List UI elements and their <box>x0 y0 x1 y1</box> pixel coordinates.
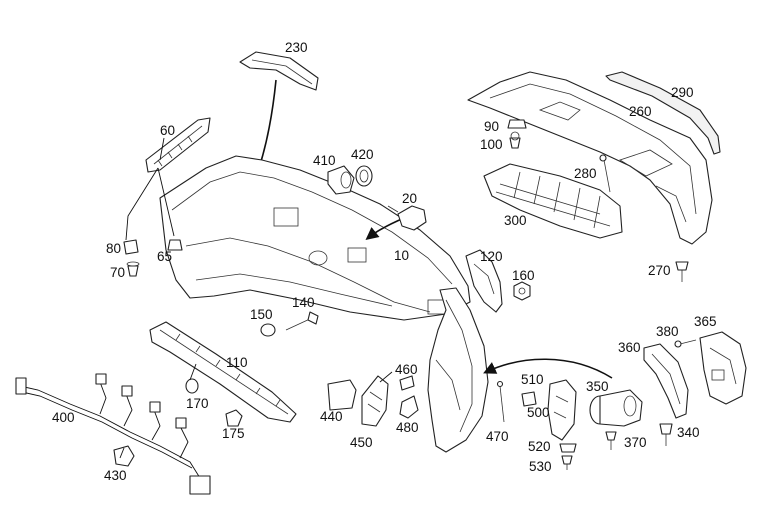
part-300-bracket <box>483 163 623 239</box>
part-260-carrier <box>467 71 713 245</box>
label-380: 380 <box>656 324 679 339</box>
label-70: 70 <box>110 265 126 280</box>
part-230-trim-strip <box>239 51 319 91</box>
label-460: 460 <box>395 362 418 377</box>
part-460-clip <box>399 375 415 391</box>
part-290-seal <box>605 71 721 155</box>
leader-lines <box>119 137 393 459</box>
part-120-bracket <box>465 249 503 313</box>
label-510: 510 <box>521 372 544 387</box>
part-100-clip <box>509 131 521 149</box>
part-340-screw <box>659 423 673 446</box>
part-140-bolt <box>285 311 319 331</box>
label-150: 150 <box>250 307 273 322</box>
part-175-nut <box>225 409 243 427</box>
part-365-bracket <box>699 331 747 405</box>
part-80-clip <box>123 239 139 255</box>
label-500: 500 <box>527 405 550 420</box>
label-440: 440 <box>320 409 343 424</box>
label-230: 230 <box>285 40 308 55</box>
label-450: 450 <box>350 435 373 450</box>
label-520: 520 <box>528 439 551 454</box>
part-430-connector <box>113 445 135 467</box>
label-80: 80 <box>106 241 122 256</box>
label-100: 100 <box>480 137 503 152</box>
label-410: 410 <box>313 153 336 168</box>
label-340: 340 <box>677 425 700 440</box>
label-300: 300 <box>504 213 527 228</box>
part-160-nut <box>513 281 531 301</box>
part-440-module <box>327 379 357 411</box>
label-430: 430 <box>104 468 127 483</box>
part-450-bracket <box>361 375 389 427</box>
label-60: 60 <box>160 123 176 138</box>
part-170-grommet <box>185 378 199 394</box>
label-65: 65 <box>157 249 173 264</box>
part-530-screw <box>561 455 573 470</box>
label-470: 470 <box>486 429 509 444</box>
part-150-washer <box>260 323 276 337</box>
part-370-screw <box>605 431 617 450</box>
part-360-bracket <box>643 343 689 419</box>
label-120: 120 <box>480 249 503 264</box>
part-70-clip <box>126 261 140 277</box>
label-140: 140 <box>292 295 315 310</box>
label-360: 360 <box>618 340 641 355</box>
label-480: 480 <box>396 420 419 435</box>
label-350: 350 <box>586 379 609 394</box>
part-110-bracket <box>149 321 297 423</box>
label-10: 10 <box>394 248 410 263</box>
part-20-cover <box>387 205 427 231</box>
label-290: 290 <box>671 85 694 100</box>
part-bumper-side-wing <box>427 287 489 453</box>
part-60-bracket <box>145 117 211 173</box>
label-175: 175 <box>222 426 245 441</box>
part-500-bracket <box>547 379 577 441</box>
part-400-harness <box>15 373 211 495</box>
label-280: 280 <box>574 166 597 181</box>
part-480-retainer <box>399 395 419 419</box>
label-530: 530 <box>529 459 552 474</box>
part-520-clip <box>559 443 577 453</box>
label-365: 365 <box>694 314 717 329</box>
part-10-bumper-cover <box>159 155 471 321</box>
part-90-clip <box>507 119 527 129</box>
label-420: 420 <box>351 147 374 162</box>
label-160: 160 <box>512 268 535 283</box>
part-280-bolt <box>599 154 611 193</box>
part-270-screw <box>675 261 689 282</box>
part-420-ring <box>355 165 373 187</box>
label-110: 110 <box>226 355 248 370</box>
label-170: 170 <box>186 396 209 411</box>
label-370: 370 <box>624 435 647 450</box>
part-350-housing <box>589 389 643 427</box>
label-400: 400 <box>52 410 75 425</box>
label-20: 20 <box>402 191 418 206</box>
part-510-clip <box>521 391 537 407</box>
arrow-350 <box>483 358 613 379</box>
label-90: 90 <box>484 119 500 134</box>
label-260: 260 <box>629 104 652 119</box>
label-270: 270 <box>648 263 671 278</box>
part-65-clip <box>167 239 183 251</box>
part-410-sensor <box>327 165 355 195</box>
part-470-bolt <box>496 380 505 423</box>
part-380-clip <box>674 339 697 348</box>
